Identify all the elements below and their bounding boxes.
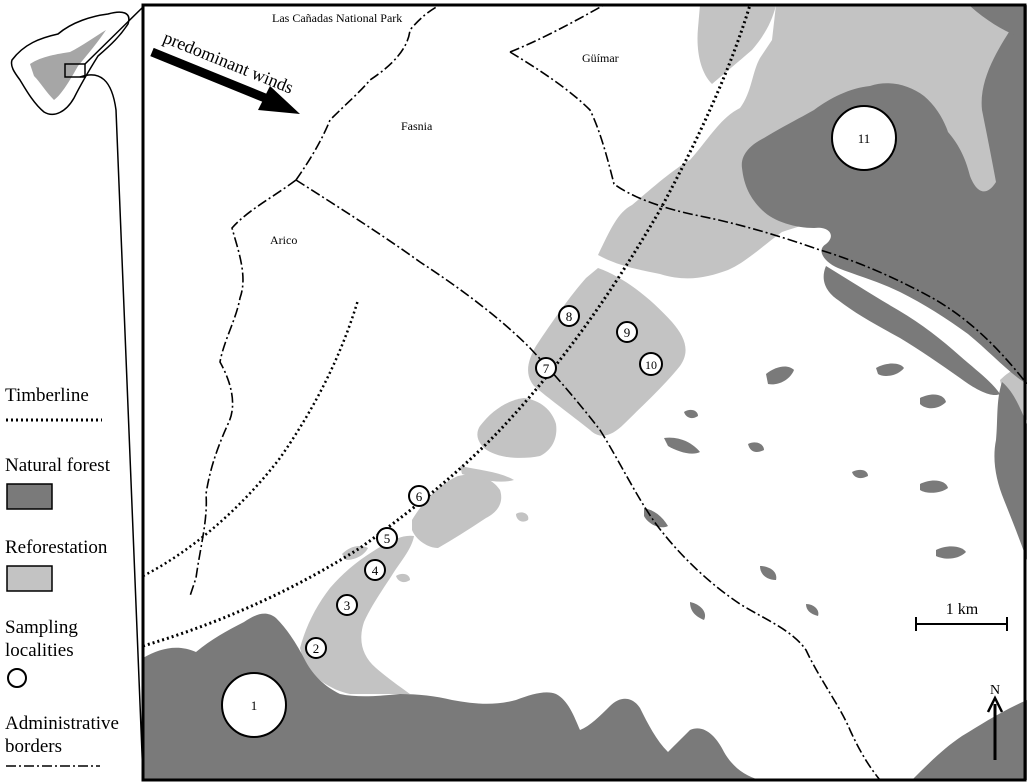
natural-forest-areas [143,5,1027,780]
border-fasnia-west [295,5,441,181]
forest-islet-1 [766,366,794,385]
legend-reforestation-swatch [6,565,53,592]
map-frame [141,3,1027,782]
locality-1[interactable]: 1 [221,672,287,738]
administrative-borders [189,5,1027,780]
reforestation-streak-a [460,466,514,482]
locality-3[interactable]: 3 [336,594,358,616]
label-fasnia: Fasnia [401,119,433,133]
forest-islet-9 [936,546,966,559]
forest-islet-15 [970,6,1027,40]
reforestation-patch-5-6 [412,474,502,548]
forest-islet-5 [644,508,668,528]
forest-islet-4 [684,409,698,419]
forest-islet-8 [920,480,948,493]
label-arico: Arico [270,233,297,247]
wind-arrow [150,47,300,114]
locality-2[interactable]: 2 [305,637,327,659]
forest-islet-11 [976,266,990,276]
border-arico-fasnia [295,179,881,780]
legend-natural-forest-swatch [6,483,53,510]
natural-forest-northeast [741,5,1027,384]
reforestation-bit-b [396,573,410,583]
border-guimar [509,5,1027,385]
locality-10-label: 10 [645,358,657,372]
locality-10[interactable]: 10 [639,352,663,376]
legend-timberline-label: Timberline [5,385,89,406]
sampling-localities: 1 2 3 4 5 6 7 [221,105,897,738]
locality-6-label: 6 [416,489,423,504]
locality-9[interactable]: 9 [616,321,638,343]
locality-1-label: 1 [251,698,258,713]
natural-forest-peninsula [994,382,1027,560]
island-inset [10,6,144,779]
forest-islet-7 [920,394,946,409]
north-arrow: N [986,683,1004,760]
locality-4[interactable]: 4 [364,559,386,581]
inset-connector-top [84,6,144,65]
locality-11-label: 11 [858,131,871,146]
forest-islet-10 [852,469,868,479]
locality-11[interactable]: 11 [831,105,897,171]
legend-admin-label: Administrative borders [5,713,119,757]
timberline [143,5,752,648]
reforestation-bit-a [342,546,368,560]
reforestation-strip-southwest [300,535,414,694]
locality-6[interactable]: 6 [408,485,430,507]
locality-5[interactable]: 5 [376,527,398,549]
forest-islet-12 [760,566,777,580]
reforestation-strip-top [697,5,776,84]
inset-forest [30,30,106,100]
forest-islet-2 [876,363,904,376]
locality-7[interactable]: 7 [535,357,557,379]
scale-bar: 1 km [915,601,1008,631]
natural-forest-southeast [912,700,1027,780]
locality-8-label: 8 [566,309,573,324]
label-park: Las Cañadas National Park [272,11,402,25]
locality-3-label: 3 [344,598,351,613]
legend-reforestation-label: Reforestation [5,537,108,558]
reforestation-bit-c [516,512,529,522]
natural-forest-south-bay-fill [400,696,470,780]
legend-natural-forest-label: Natural forest [5,455,110,476]
inset-locator-box [64,63,86,78]
inset-connector-bottom [79,74,144,779]
scale-bar-label: 1 km [946,601,979,618]
border-arico-west [189,179,297,597]
locality-8[interactable]: 8 [558,305,580,327]
legend-symbols [6,418,102,767]
north-label: N [990,683,1000,698]
locality-7-label: 7 [543,361,550,376]
forest-islet-14 [806,604,819,616]
locality-4-label: 4 [372,563,379,578]
reforestation-patch-center [477,398,557,458]
legend-sampling-label: Sampling localities [5,617,78,661]
legend-sampling-symbol [7,668,27,688]
locality-5-label: 5 [384,531,391,546]
forest-islet-13 [690,602,706,620]
natural-forest-fingers [823,266,1000,396]
locality-2-label: 2 [313,641,320,656]
natural-forest-south [143,613,760,780]
forest-islet-3 [664,437,700,454]
label-guimar: Güímar [582,51,619,65]
forest-islet-6 [748,442,764,452]
locality-9-label: 9 [624,325,631,340]
